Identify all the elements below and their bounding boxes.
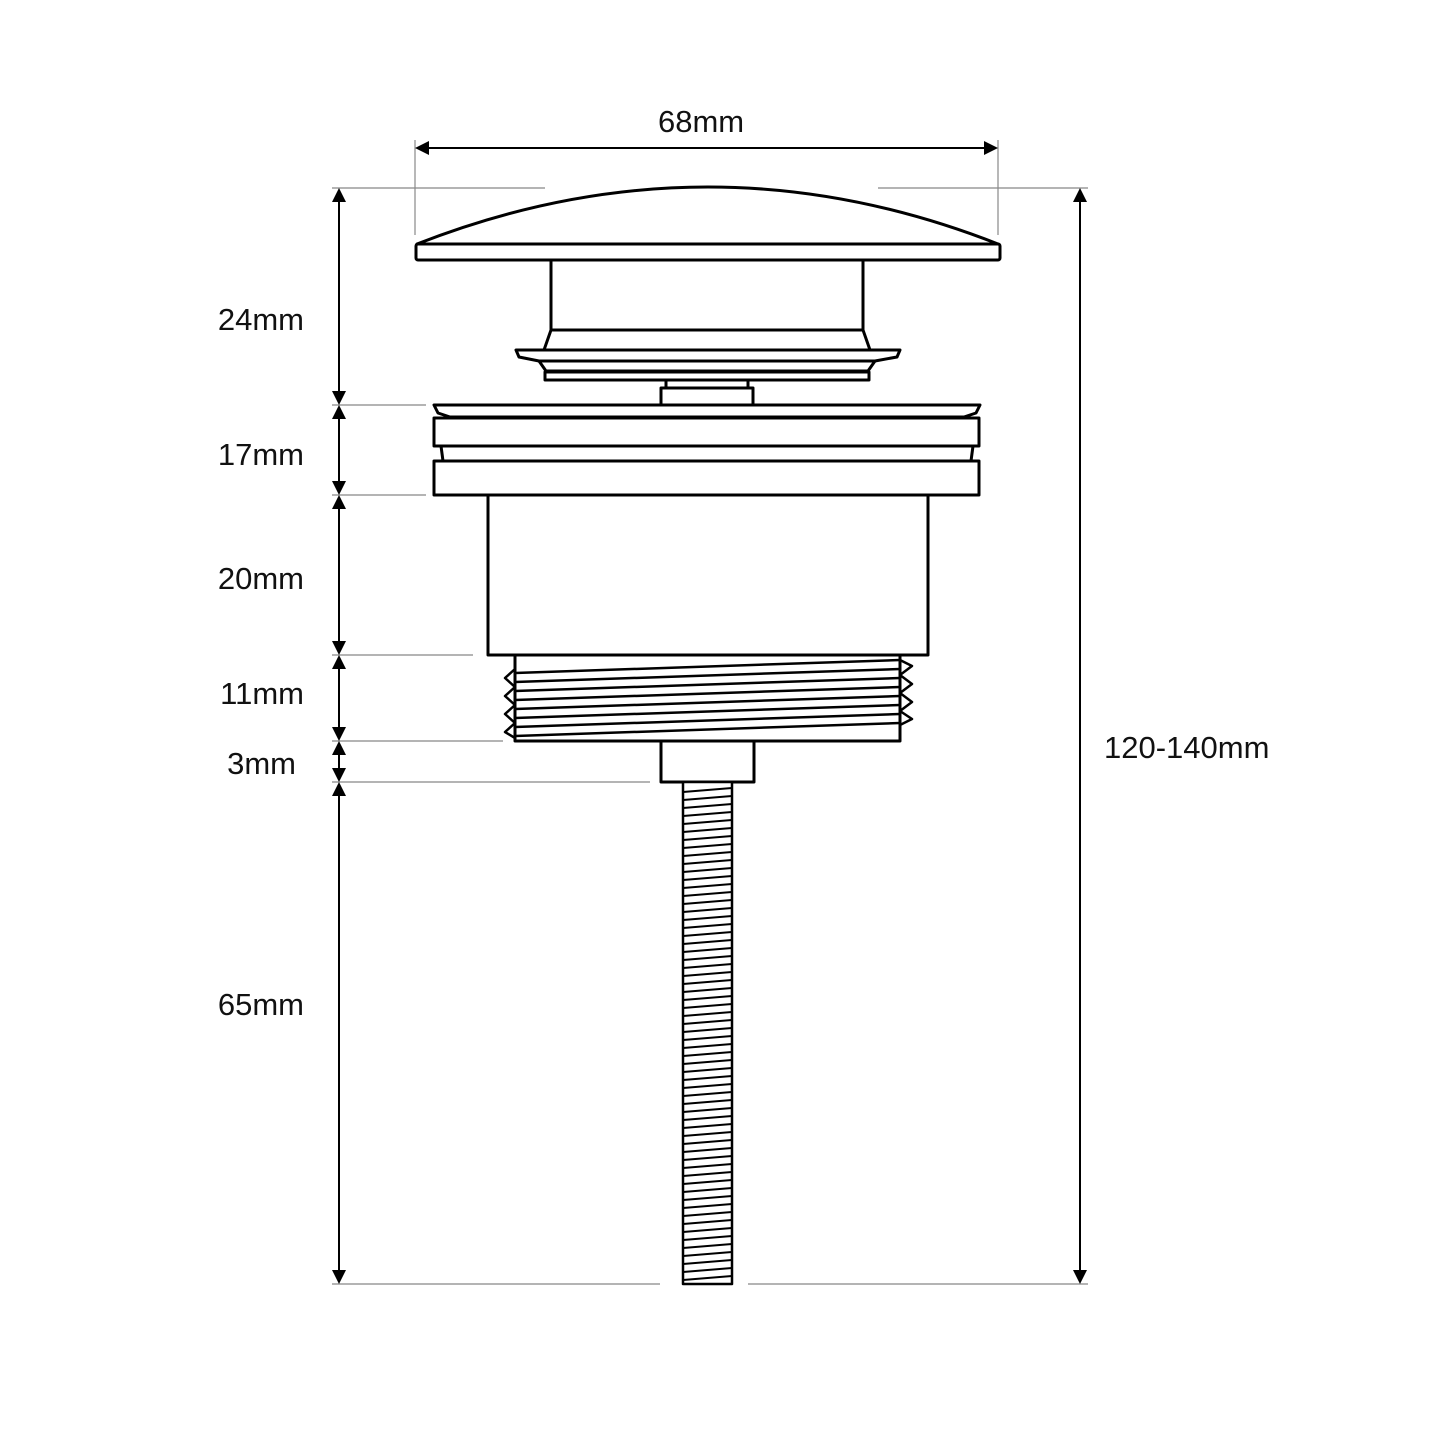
thread-height-label: 11mm — [220, 676, 304, 711]
neck-lower — [659, 386, 755, 407]
extension-lines — [332, 140, 1088, 1285]
cap-stem — [549, 258, 865, 332]
flange-height-label: 17mm — [217, 437, 304, 472]
flange-ring-1 — [432, 416, 981, 448]
body-height-label: 20mm — [217, 561, 304, 596]
rod-collar — [659, 739, 756, 784]
seal-lower — [537, 359, 877, 373]
flange-top — [432, 403, 982, 419]
flange-gap — [439, 444, 975, 463]
cap-rim — [414, 242, 1002, 262]
cap-dome — [415, 185, 1000, 246]
stem-taper — [542, 328, 872, 352]
dimension-lines — [332, 141, 1087, 1284]
collar-height-label: 3mm — [227, 746, 296, 781]
waste-body — [414, 185, 1002, 1286]
cap-height-label: 24mm — [217, 302, 304, 337]
threaded-rod — [681, 780, 734, 1286]
seal-washer — [514, 348, 902, 363]
total-height-label: 120-140mm — [1104, 730, 1270, 765]
rod-length-label: 65mm — [217, 987, 304, 1022]
width-top-label: 68mm — [658, 104, 745, 139]
body-cylinder — [486, 493, 930, 657]
thread-lines — [503, 658, 914, 740]
flange-ring-2 — [432, 459, 981, 497]
rod-thread-lines — [682, 787, 733, 1281]
